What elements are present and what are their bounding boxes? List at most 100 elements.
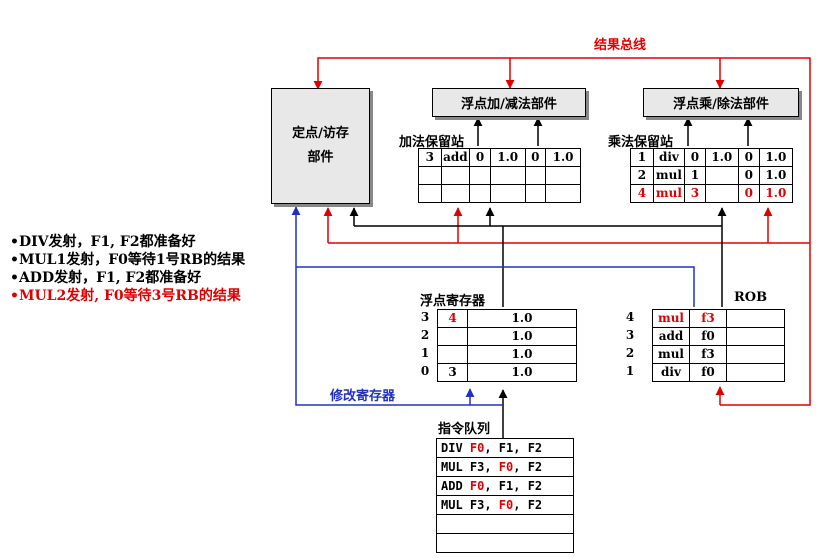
mul_station-cell <box>704 166 739 185</box>
instruction-suffix: , F1, F2 <box>484 479 543 493</box>
add_station-cell <box>418 184 442 203</box>
fp-multiplier-unit: 浮点乘/除法部件 <box>643 88 799 117</box>
add_station-cell <box>418 166 442 185</box>
rob-entry-number: 1 <box>625 364 635 378</box>
add_station-cell: 1.0 <box>545 148 581 167</box>
add_station-cell <box>469 184 491 203</box>
mul_station-cell: 1 <box>630 148 654 167</box>
rob-entry-number: 2 <box>625 346 635 360</box>
bus-main <box>317 57 811 406</box>
instruction-text: MUL F3, F0, F2 <box>436 495 574 515</box>
rob-dest: f3 <box>689 345 727 364</box>
instruction-row: MUL F3, F0, F2 <box>436 457 574 477</box>
add_station-cell: 1.0 <box>489 148 526 167</box>
result-bus-label: 结果总线 <box>594 38 647 53</box>
add_station-cell <box>440 184 471 203</box>
add-station-title: 加法保留站 <box>399 135 465 150</box>
rob-op: div <box>652 363 690 382</box>
fp-register-number: 3 <box>420 310 430 324</box>
instruction-text: DIV F0, F1, F2 <box>436 438 574 458</box>
fp-register-tag <box>437 327 468 346</box>
mul_station-cell: div <box>652 148 685 167</box>
fp-register-row: 1.0 <box>437 327 577 346</box>
modify-register-path <box>291 206 695 406</box>
fixed-point-load-store-unit: 定点/访存 部件 <box>271 88 370 204</box>
add_station-cell <box>545 184 581 203</box>
mul_station-cell: 0 <box>737 148 760 167</box>
add_station-cell: 0 <box>469 148 491 167</box>
add_station-cell <box>469 166 491 185</box>
add_station-cell <box>524 166 547 185</box>
instruction-suffix: , F1, F2 <box>484 441 543 455</box>
mul_station-cell: 1.0 <box>758 166 794 185</box>
modify-register-label: 修改寄存器 <box>330 389 396 404</box>
instruction-row: DIV F0, F1, F2 <box>436 438 574 458</box>
rob-entry-number: 3 <box>625 328 635 342</box>
issue-status-list: •DIV发射，F1, F2都准备好 •MUL1发射，F0等待1号RB的结果 •ADD… <box>10 233 245 305</box>
instruction-text: ADD F0, F1, F2 <box>436 476 574 496</box>
fixed-point-unit-line1: 定点/访存 <box>292 126 349 141</box>
instruction-prefix: MUL F3, <box>441 460 499 474</box>
fp-register-value: 1.0 <box>467 327 577 346</box>
status-line: •DIV发射，F1, F2都准备好 <box>10 234 196 250</box>
result-bus <box>313 57 811 406</box>
instruction-prefix: ADD <box>441 479 470 493</box>
instruction-register: F0 <box>498 498 514 512</box>
fp-register-value: 1.0 <box>467 345 577 364</box>
instruction-register: F0 <box>498 460 514 474</box>
rob-dest: f0 <box>689 363 727 382</box>
rob-op: mul <box>652 345 690 364</box>
instruction-row <box>436 533 574 553</box>
fp-register-tag <box>437 345 468 364</box>
instruction-row: MUL F3, F0, F2 <box>436 495 574 515</box>
status-line: •ADD发射，F1, F2都准备好 <box>10 270 202 286</box>
rob-value <box>726 327 785 346</box>
fp-register-title: 浮点寄存器 <box>420 294 486 309</box>
status-line: •MUL1发射，F0等待1号RB的结果 <box>10 252 246 268</box>
mul_station-cell: 2 <box>630 166 654 185</box>
instruction-prefix: MUL F3, <box>441 498 499 512</box>
instruction-text <box>436 514 574 534</box>
mul_station-cell: mul <box>652 166 685 185</box>
instruction-register: F0 <box>469 441 485 455</box>
rob-op: mul <box>652 309 690 328</box>
add_station-cell: 3 <box>418 148 442 167</box>
rob-value <box>726 345 785 364</box>
mul_station-cell: 1.0 <box>704 148 739 167</box>
mul-station-title: 乘法保留站 <box>608 135 674 150</box>
mul_station-cell: 1 <box>683 166 706 185</box>
mul_station-cell: 1.0 <box>758 184 794 203</box>
fp-register-number: 0 <box>420 364 430 378</box>
mul_station-cell: 1.0 <box>758 148 794 167</box>
add_station-cell <box>489 184 526 203</box>
fp-register-row: 1.0 <box>437 345 577 364</box>
fp-register-value: 1.0 <box>467 309 577 328</box>
rob-value <box>726 309 785 328</box>
rob-dest: f0 <box>689 327 727 346</box>
instruction-suffix: , F2 <box>513 498 543 512</box>
rob-entry-number: 4 <box>625 310 635 324</box>
mul_station-cell: 4 <box>630 184 654 203</box>
add_station-cell: 0 <box>524 148 547 167</box>
fp-adder-unit: 浮点加/减法部件 <box>432 88 586 117</box>
status-line: •MUL2发射, F0等待3号RB的结果 <box>10 288 241 304</box>
mul_station-cell: 0 <box>683 148 706 167</box>
fixed-point-unit-line2: 部件 <box>307 150 334 165</box>
mul_station-cell: 0 <box>737 184 760 203</box>
fp-register-value: 1.0 <box>467 363 577 382</box>
instruction-queue-title: 指令队列 <box>438 422 491 437</box>
